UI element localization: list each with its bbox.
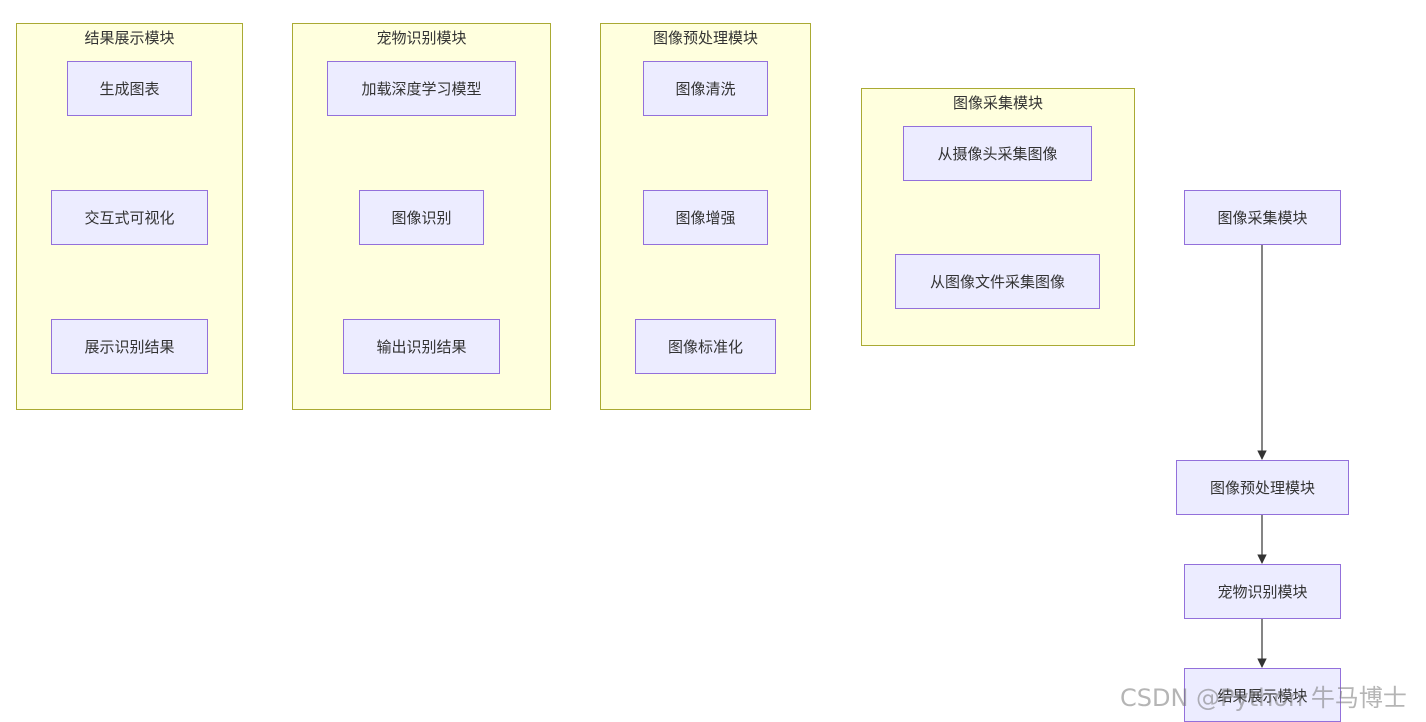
node-image-recognition[interactable]: 图像识别: [359, 190, 484, 245]
cluster-title: 宠物识别模块: [376, 29, 467, 47]
node-capture-from-file[interactable]: 从图像文件采集图像: [895, 254, 1100, 309]
node-interactive-visualization[interactable]: 交互式可视化: [51, 190, 208, 245]
node-main-image-acquisition[interactable]: 图像采集模块: [1184, 190, 1341, 245]
node-load-deep-learning-model[interactable]: 加载深度学习模型: [327, 61, 516, 116]
node-main-pet-recognition[interactable]: 宠物识别模块: [1184, 564, 1341, 619]
cluster-title: 图像预处理模块: [652, 29, 758, 47]
node-capture-from-camera[interactable]: 从摄像头采集图像: [903, 126, 1092, 181]
node-main-image-preprocessing[interactable]: 图像预处理模块: [1176, 460, 1349, 515]
node-image-cleaning[interactable]: 图像清洗: [643, 61, 768, 116]
node-image-normalization[interactable]: 图像标准化: [635, 319, 776, 374]
node-output-recognition-result[interactable]: 输出识别结果: [343, 319, 500, 374]
node-image-enhancement[interactable]: 图像增强: [643, 190, 768, 245]
node-show-recognition-result[interactable]: 展示识别结果: [51, 319, 208, 374]
watermark-text: CSDN @Python 牛马博士: [1120, 684, 1407, 712]
node-generate-chart[interactable]: 生成图表: [67, 61, 192, 116]
cluster-title: 图像采集模块: [952, 94, 1043, 112]
cluster-title: 结果展示模块: [84, 29, 175, 47]
